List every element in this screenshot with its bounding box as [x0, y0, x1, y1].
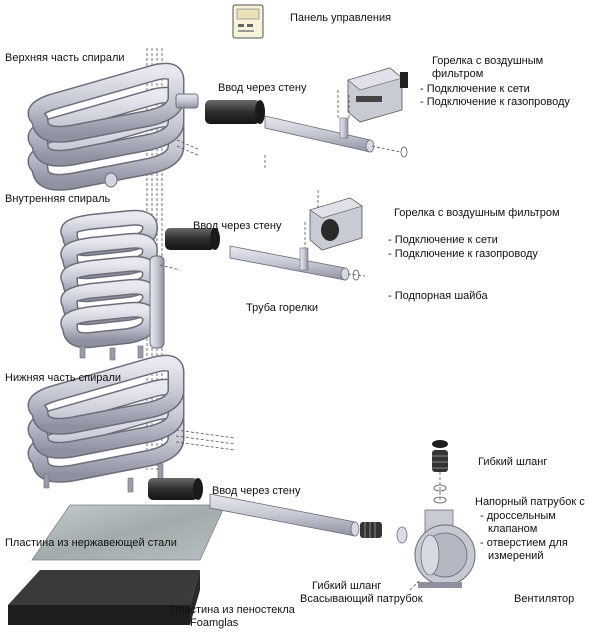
burner-mid-power-label: - Подключение к сети [388, 234, 498, 246]
control-panel-label: Панель управления [290, 12, 392, 24]
lower-coil [27, 354, 185, 493]
suction-nozzle-label: Всасывающий патрубок [300, 593, 423, 605]
flex-hose-icon [432, 440, 448, 504]
foamglass-label-2: Foamglas [190, 617, 239, 629]
wall-entry-sleeve-1 [205, 100, 265, 124]
flex-hose-top-label: Гибкий шланг [478, 456, 548, 468]
burner-icon [304, 190, 363, 251]
burner-pipe-upper [264, 115, 408, 158]
leader-lines [264, 154, 421, 591]
burner-icon [337, 67, 408, 123]
burner-mid-label: Горелка с воздушным фильтром [394, 207, 560, 219]
burner-top-label-1: Горелка с воздушным [432, 55, 544, 67]
burner-top-power-label: - Подключение к сети [420, 83, 530, 95]
foamglass-label-1: Пластина из пеностекла [170, 604, 295, 616]
wall-entry-label-2: Ввод через стену [193, 220, 282, 232]
upper-coil [27, 62, 199, 191]
control-panel-icon [232, 4, 264, 39]
burner-top-label-2: фильтром [432, 68, 484, 80]
burner-top-gas-label: - Подключение к газопроводу [420, 96, 570, 108]
support-washer-label: - Подпорная шайба [388, 290, 488, 302]
throttle-label-2: клапаном [488, 523, 538, 535]
pressure-nozzle-label: Напорный патрубок с [475, 496, 585, 508]
fan-label: Вентилятор [514, 593, 575, 605]
wall-entry-label-3: Ввод через стену [212, 485, 301, 497]
wall-entry-sleeve-2 [165, 228, 220, 250]
measurement-label-2: измерений [488, 550, 544, 562]
wall-entry-sleeve-3 [148, 478, 203, 500]
burner-mid-gas-label: - Подключение к газопроводу [388, 248, 538, 260]
stainless-steel-plate [31, 504, 226, 561]
connection-lines [159, 139, 236, 451]
burner-pipe-lower [209, 493, 360, 537]
inner-coil-label: Внутренняя спираль [5, 193, 111, 205]
foamglass-plate [8, 570, 200, 625]
flex-hose-icon [360, 522, 408, 544]
measurement-label-1: - отверстием для [480, 537, 568, 549]
flex-hose-bottom-label: Гибкий шланг [312, 580, 382, 592]
burner-pipe-label: Труба горелки [246, 302, 319, 314]
steel-plate-label: Пластина из нержавеющей стали [5, 537, 177, 549]
fan-icon [414, 509, 476, 588]
upper-coil-label: Верхняя часть спирали [5, 52, 125, 64]
inner-coil [60, 209, 165, 361]
lower-coil-label: Нижняя часть спирали [5, 372, 122, 384]
wall-entry-label-1: Ввод через стену [218, 82, 307, 94]
throttle-label-1: - дроссельным [480, 510, 556, 522]
burner-pipe-middle [229, 245, 366, 281]
